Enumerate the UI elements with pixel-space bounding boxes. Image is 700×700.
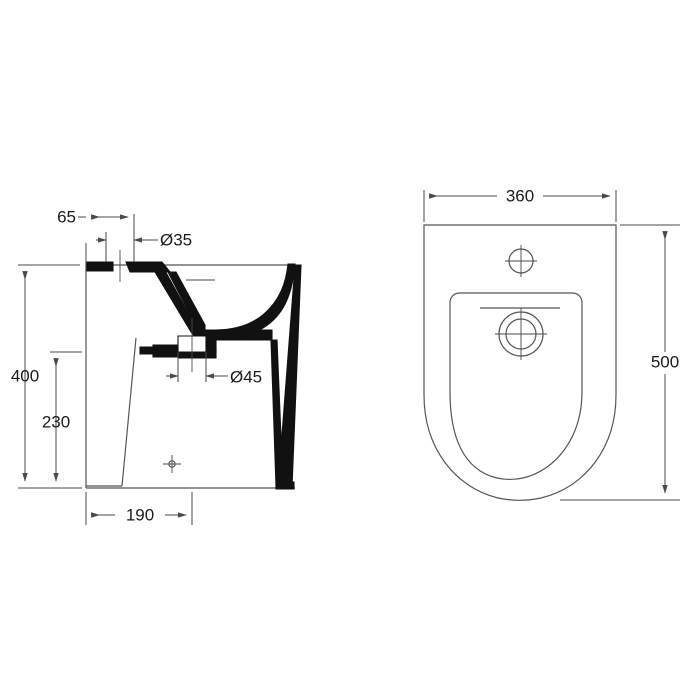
dimension-190: 190 [85, 492, 193, 525]
dimension-d35: Ø35 [96, 230, 192, 262]
fixing-hole-top [505, 245, 537, 277]
dimension-d45-label: Ø45 [230, 367, 262, 386]
front-view-group: 360 500 [423, 186, 690, 501]
dimension-230: 230 [42, 351, 82, 489]
waste-outlet [495, 308, 547, 360]
dimension-65-label: 65 [57, 207, 76, 226]
side-view-body-outline [85, 264, 295, 489]
side-view-group: 65 Ø35 Ø45 [11, 207, 302, 525]
dimension-360: 360 [423, 186, 617, 222]
dimension-d45: Ø45 [166, 352, 262, 386]
dimension-400-label: 400 [11, 366, 39, 385]
dimension-360-label: 360 [506, 186, 534, 205]
dimension-500: 500 [560, 224, 690, 501]
side-view-center-lines [119, 250, 215, 372]
dimension-230-label: 230 [42, 412, 70, 431]
dimension-d35-label: Ø35 [160, 230, 192, 249]
dimension-500-label: 500 [651, 352, 679, 371]
front-view-inner-bowl [449, 292, 583, 481]
dimension-65: 65 [57, 207, 135, 265]
center-mark-base [163, 455, 181, 473]
front-view-outer-outline [423, 224, 617, 501]
side-view-section-profile [86, 261, 302, 490]
dimension-190-label: 190 [126, 505, 154, 524]
dimension-400: 400 [11, 264, 80, 489]
